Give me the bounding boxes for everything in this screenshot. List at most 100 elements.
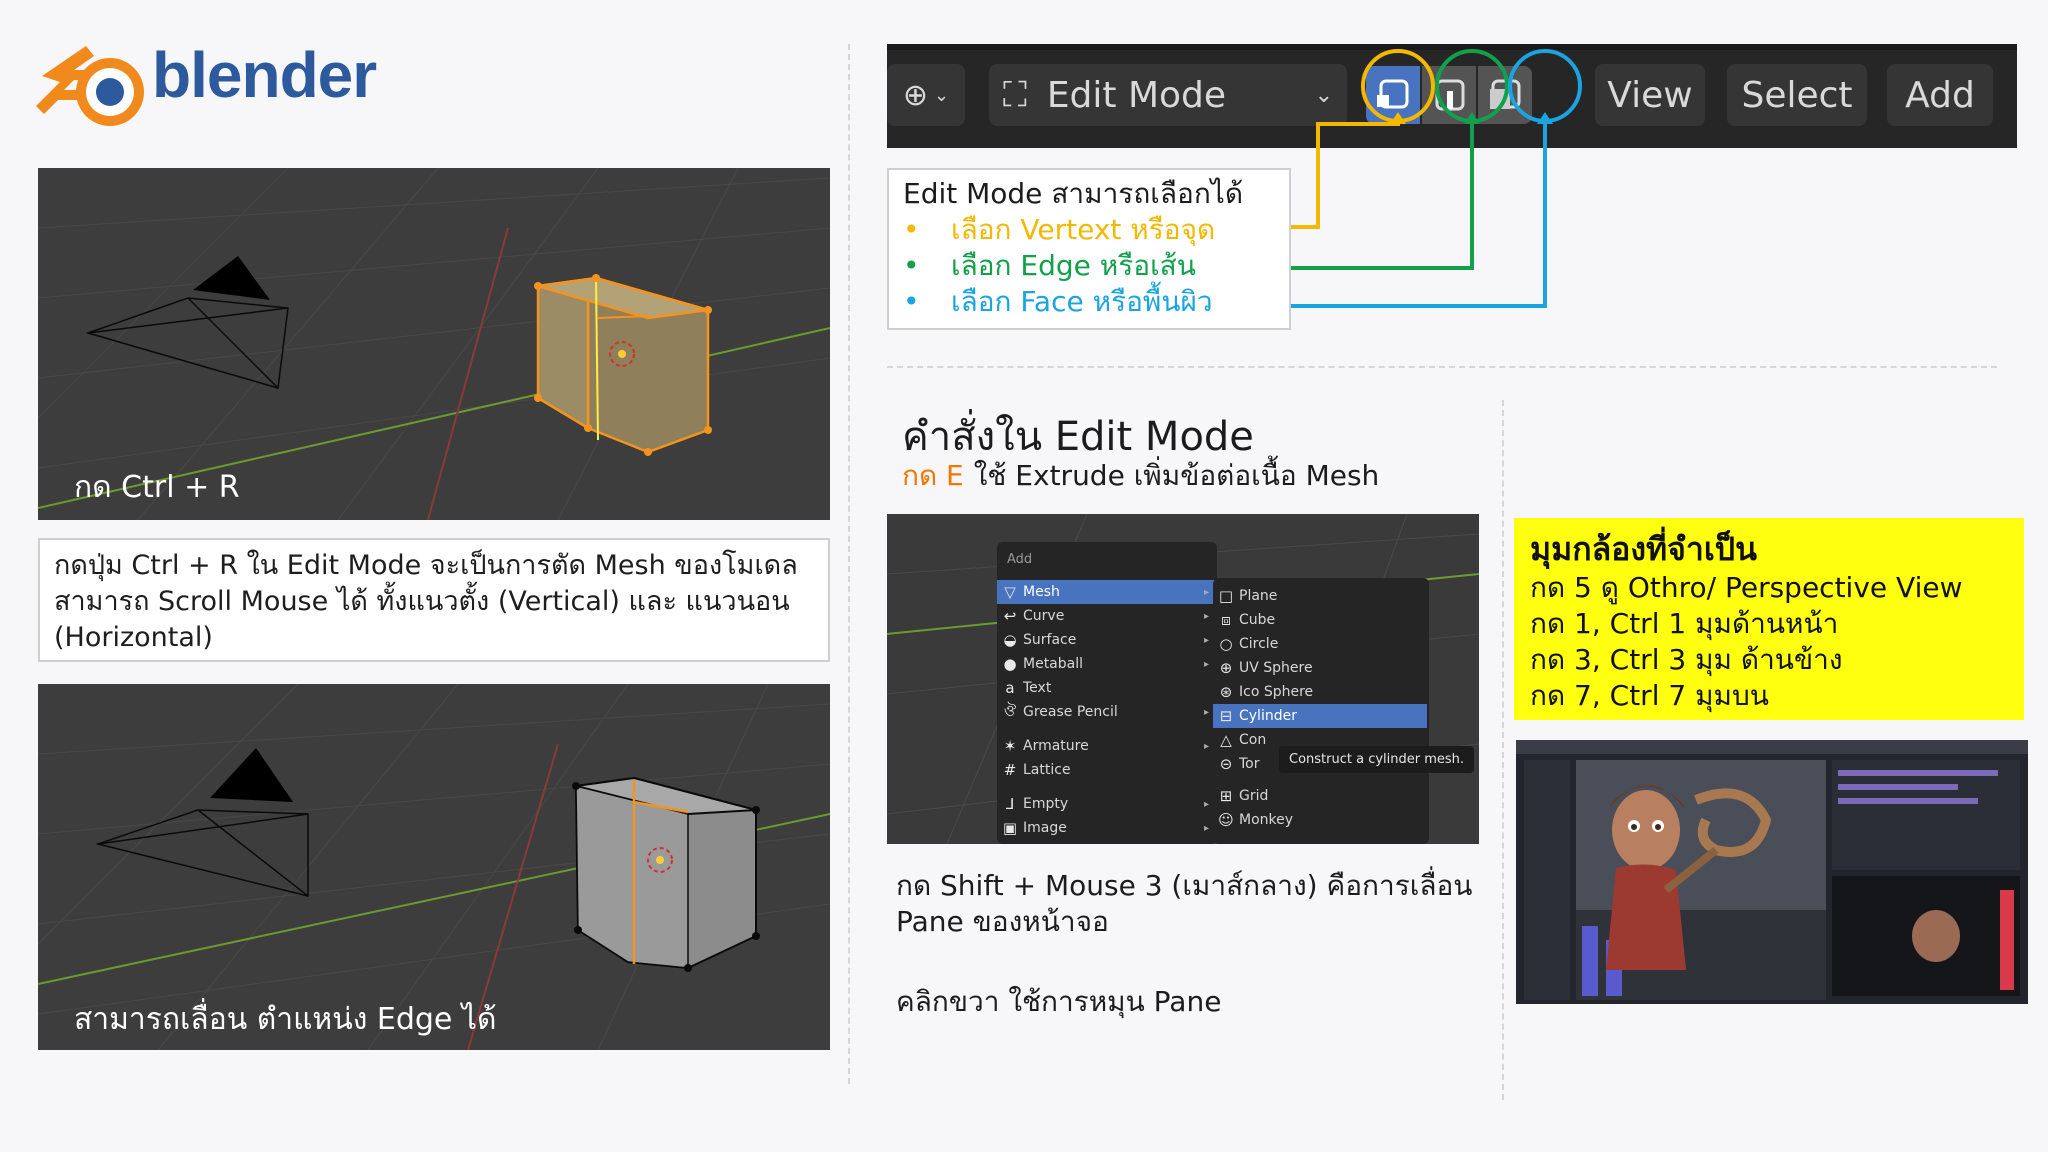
pane-desc-line1: กด Shift + Mouse 3 (เมาส์กลาง) คือการเลื… [896, 869, 1473, 938]
submenu-arrow-icon: ▸ [1203, 822, 1209, 834]
menu-item-icon: ⅃ [1005, 795, 1015, 813]
viewport-top-caption: กด Ctrl + R [74, 470, 240, 505]
legend-item-face: • เลือก Face หรือพื้นผิว [903, 284, 1275, 320]
menu-add[interactable]: Add [1887, 64, 1993, 126]
viewport-edge-slide[interactable]: สามารถเลื่อน ตำแหน่ง Edge ได้ [38, 684, 830, 1050]
mesh-type-label: Circle [1239, 636, 1279, 652]
menu-select[interactable]: Select [1727, 64, 1867, 126]
menu-item-icon: ◒ [1003, 631, 1017, 649]
object-interaction-dropdown[interactable]: ⊕ ⌄ [887, 64, 965, 126]
mesh-submenu-item[interactable]: ⊕UV Sphere [1213, 656, 1427, 680]
commands-title: คำสั่งใน Edit Mode [902, 414, 1254, 460]
menu-item-label: Grease Pencil [1023, 704, 1118, 720]
add-menu-item[interactable]: ✶Armature▸ [997, 734, 1217, 758]
mesh-type-icon: ⊞ [1219, 787, 1233, 805]
menu-item-icon: ঔ [1003, 701, 1017, 720]
menu-view[interactable]: View [1595, 64, 1705, 126]
add-menu-item[interactable]: ⅃ Empty ▸ [997, 792, 1217, 816]
mesh-type-label: Plane [1239, 588, 1278, 604]
globe-icon: ⊕ [902, 77, 929, 113]
camera-line: กด 3, Ctrl 3 มุม ด้านข้าง [1530, 643, 1843, 676]
extrude-desc: ใช้ Extrude เพิ่มข้อต่อเนื้อ Mesh [973, 459, 1380, 492]
add-menu-item[interactable]: ঔ Grease Pencil ▸ [997, 700, 1217, 724]
menu-item-icon: ↩ [1003, 607, 1017, 625]
camera-title: มุมกล้องที่จำเป็น [1530, 530, 1757, 568]
mesh-type-label: Monkey [1239, 812, 1294, 828]
mesh-type-label: Grid [1239, 788, 1269, 804]
submenu-arrow-icon: ▸ [1203, 586, 1209, 598]
mesh-submenu-item[interactable]: ⊛Ico Sphere [1213, 680, 1427, 704]
blender-wordmark: blender [152, 39, 377, 111]
mesh-type-icon: ⊕ [1219, 659, 1233, 677]
legend-item-vertex: • เลือก Vertext หรือจุด [903, 212, 1275, 248]
camera-line: กด 5 ดู Othro/ Perspective View [1530, 571, 1963, 604]
menu-item-label: Text [1023, 680, 1052, 696]
mesh-submenu-item[interactable]: △ Con [1213, 728, 1427, 752]
menu-item-label: Armature [1023, 738, 1089, 754]
viewport-scene-2 [38, 684, 830, 1050]
loop-cut-description: กดปุ่ม Ctrl + R ใน Edit Mode จะเป็นการตั… [38, 538, 830, 662]
legend-item-edge: • เลือก Edge หรือเส้น [903, 248, 1275, 284]
submenu-arrow-icon: ▸ [1203, 658, 1209, 670]
add-menu-item[interactable]: ◒ Surface ▸ [997, 628, 1217, 652]
mesh-type-label: Ico Sphere [1239, 684, 1314, 700]
mesh-submenu-item[interactable]: ⊞ Grid [1213, 784, 1427, 808]
menu-item-icon: a [1005, 679, 1015, 697]
submenu-arrow-icon: ▸ [1203, 706, 1209, 718]
viewport-scene [38, 168, 830, 520]
mesh-submenu-item[interactable]: ⊝Tor [1213, 752, 1427, 776]
blender-logo: blender [34, 34, 404, 134]
bullet-icon: • [903, 249, 920, 282]
submenu-arrow-icon: ▸ [1203, 798, 1209, 810]
mesh-submenu-item[interactable]: ☺Monkey [1213, 808, 1427, 832]
mode-icon: ⛶ [1003, 75, 1027, 115]
mesh-type-label: Tor [1239, 756, 1260, 772]
mesh-submenu-item[interactable]: ⧈Cube [1213, 608, 1427, 632]
add-menu-title: Add [1007, 552, 1033, 567]
menu-item-label: Empty [1023, 796, 1069, 812]
legend-title: Edit Mode สามารถเลือกได้ [903, 177, 1244, 210]
add-menu-item[interactable]: ↩Curve▸ [997, 604, 1217, 628]
add-menu-item[interactable]: a Text [997, 676, 1217, 700]
y-axis-line [427, 227, 509, 520]
mesh-submenu-item[interactable]: □ Plane [1213, 584, 1427, 608]
select-mode-legend: Edit Mode สามารถเลือกได้ • เลือก Vertext… [887, 168, 1291, 330]
mesh-submenu-item[interactable]: ○Circle [1213, 632, 1427, 656]
chevron-down-icon: ⌄ [1314, 82, 1333, 108]
add-menu-item[interactable]: ●Metaball▸ [997, 652, 1217, 676]
add-menu-item[interactable]: ▽ Mesh ▸ [997, 580, 1217, 604]
mesh-type-icon: ⧈ [1221, 611, 1231, 629]
add-menu-item[interactable]: ▣Image▸ [997, 816, 1217, 840]
chevron-down-icon: ⌄ [934, 84, 950, 106]
commands-extrude: กด E ใช้ Extrude เพิ่มข้อต่อเนื้อ Mesh [902, 454, 1379, 498]
character-render-image [1516, 740, 2028, 1004]
menu-item-label: Lattice [1023, 762, 1071, 778]
legend-item-face-label: เลือก Face หรือพื้นผิว [951, 285, 1213, 318]
mesh-submenu: □ Plane ⧈Cube○Circle⊕UV Sphere⊛Ico Sphere⊟… [1213, 578, 1429, 844]
add-menu-item[interactable]: # Lattice [997, 758, 1217, 782]
legend-item-edge-label: เลือก Edge หรือเส้น [951, 249, 1196, 282]
camera-object [85, 297, 289, 389]
menu-item-icon: ▣ [1002, 819, 1018, 837]
viewport-loop-cut[interactable]: กด Ctrl + R [38, 168, 830, 520]
mesh-type-icon: □ [1218, 587, 1234, 605]
mesh-type-label: Con [1239, 732, 1267, 748]
mesh-submenu-item[interactable]: ⊟Cylinder [1213, 704, 1427, 728]
bullet-icon: • [903, 213, 920, 246]
submenu-arrow-icon: ▸ [1203, 634, 1209, 646]
camera-views-box: มุมกล้องที่จำเป็น กด 5 ดู Othro/ Perspec… [1514, 518, 2024, 720]
mode-label: Edit Mode [1046, 74, 1227, 116]
blender-ui-screenshot [1516, 740, 2028, 1004]
mesh-type-icon: △ [1220, 731, 1232, 749]
menu-item-label: Mesh [1023, 584, 1060, 600]
vertex-select-icon [1377, 79, 1409, 109]
menu-item-icon: # [1003, 761, 1017, 779]
menu-item-icon: ▽ [1004, 583, 1016, 601]
mode-dropdown[interactable]: ⛶ Edit Mode ⌄ [989, 64, 1347, 126]
menu-item-label: Surface [1023, 632, 1077, 648]
cube-object [534, 274, 712, 456]
camera-line: กด 1, Ctrl 1 มุมด้านหน้า [1530, 607, 1839, 640]
blender-header-bar: ⊕ ⌄ ⛶ Edit Mode ⌄ View Select Add [887, 44, 2017, 148]
